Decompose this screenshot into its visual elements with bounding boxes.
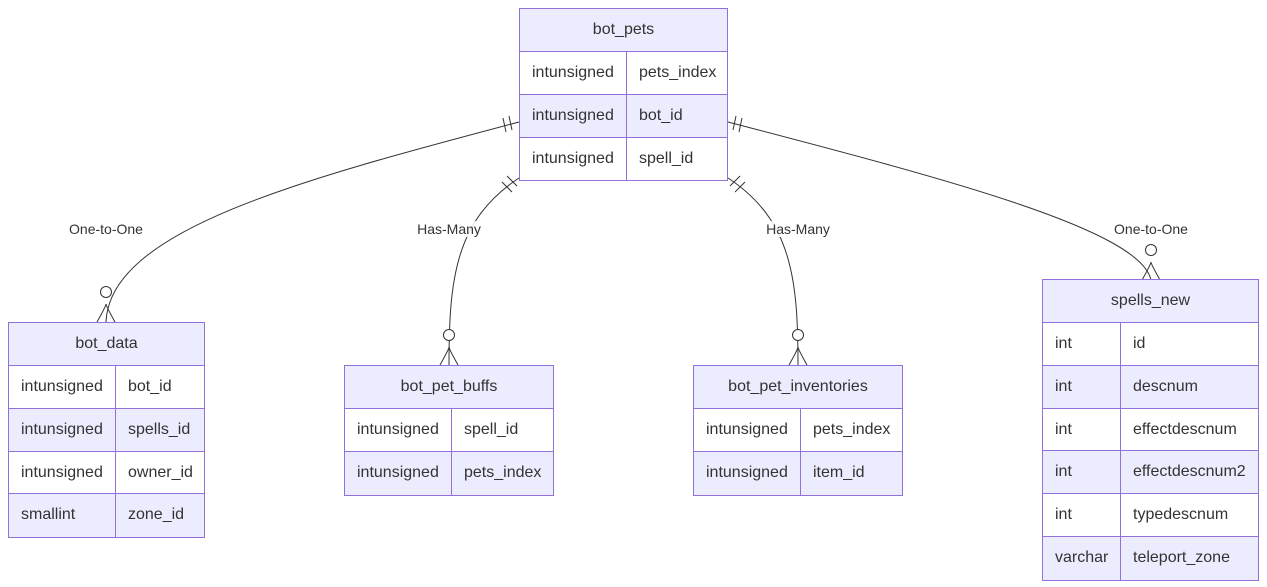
attribute-name: effectdescnum — [1133, 420, 1237, 438]
attribute-row: int effectdescnum2 — [1043, 451, 1258, 495]
attribute-row: intunsigned spell_id — [520, 137, 727, 181]
marker-one-bot-pets-right-2 — [738, 117, 743, 133]
edge-bot-pets-bot-data — [105, 121, 520, 323]
attribute-type: int — [1043, 494, 1121, 536]
marker-one-bot-pets-inv-2 — [734, 181, 746, 193]
attribute-row: intunsigned pets_index — [345, 451, 553, 495]
attribute-name: item_id — [813, 463, 865, 481]
attribute-row: intunsigned pets_index — [520, 52, 727, 95]
attribute-row: varchar teleport_zone — [1043, 536, 1258, 580]
entity-bot-pet-inventories: bot_pet_inventories intunsigned pets_ind… — [693, 365, 903, 496]
marker-many-spells-new — [1141, 261, 1161, 281]
attribute-type: intunsigned — [694, 409, 801, 451]
attribute-row: int typedescnum — [1043, 494, 1258, 537]
attribute-row: int id — [1043, 323, 1258, 366]
attribute-type: intunsigned — [694, 451, 801, 495]
attribute-row: int effectdescnum — [1043, 408, 1258, 452]
marker-one-bot-pets-left — [502, 117, 507, 133]
attribute-row: intunsigned spells_id — [9, 408, 204, 452]
entity-title: bot_data — [9, 323, 204, 366]
marker-one-bot-pets-left-2 — [508, 115, 513, 131]
attribute-name: spells_id — [128, 420, 191, 438]
entity-title: spells_new — [1043, 280, 1258, 323]
attribute-type: intunsigned — [9, 366, 116, 408]
attribute-row: intunsigned spell_id — [345, 409, 553, 452]
attribute-name: bot_id — [639, 106, 683, 124]
attribute-name: bot_id — [128, 378, 172, 395]
attribute-name: id — [1133, 335, 1146, 352]
marker-one-bot-pets-right — [732, 115, 737, 131]
attribute-name: owner_id — [128, 463, 193, 481]
attribute-name: pets_index — [639, 64, 717, 81]
marker-one-bot-pets-buffs — [501, 181, 513, 193]
attribute-type: intunsigned — [345, 451, 452, 495]
attribute-type: intunsigned — [9, 408, 116, 451]
relationship-label-bot-data: One-to-One — [67, 221, 145, 237]
marker-many-bot-data — [96, 303, 116, 323]
attribute-row: intunsigned bot_id — [520, 94, 727, 138]
edge-bot-pets-spells-new — [727, 121, 1152, 281]
attribute-name: teleport_zone — [1133, 548, 1230, 566]
relationship-label-bot-pet-buffs: Has-Many — [415, 221, 483, 237]
attribute-type: intunsigned — [520, 52, 627, 94]
marker-zero-bot-pet-buffs — [443, 329, 455, 341]
edge-bot-pets-bot-pet-inventories — [727, 177, 799, 366]
attribute-type: varchar — [1043, 536, 1121, 580]
attribute-type: intunsigned — [520, 137, 627, 181]
entity-bot-pet-buffs: bot_pet_buffs intunsigned spell_id intun… — [344, 365, 554, 496]
relationship-label-spells-new: One-to-One — [1112, 221, 1190, 237]
attribute-type: int — [1043, 408, 1121, 451]
marker-one-bot-pets-buffs-2 — [506, 175, 518, 187]
attribute-name: pets_index — [464, 463, 542, 481]
attribute-type: smallint — [9, 494, 116, 538]
relationship-label-bot-pet-inventories: Has-Many — [764, 221, 832, 237]
attribute-type: intunsigned — [345, 409, 452, 451]
marker-many-bot-pet-buffs — [439, 346, 459, 366]
attribute-name: descnum — [1133, 377, 1198, 395]
attribute-type: intunsigned — [520, 94, 627, 137]
entity-title: bot_pet_buffs — [345, 366, 553, 409]
edge-bot-pets-bot-pet-buffs — [448, 177, 520, 366]
attribute-name: spell_id — [464, 421, 519, 438]
attribute-type: int — [1043, 451, 1121, 494]
marker-many-bot-pet-inventories — [788, 346, 808, 366]
entity-bot-data: bot_data intunsigned bot_id intunsigned … — [8, 322, 205, 539]
attribute-type: intunsigned — [9, 451, 116, 494]
marker-zero-bot-data — [100, 286, 112, 298]
marker-one-bot-pets-inv — [729, 175, 741, 187]
attribute-row: intunsigned bot_id — [9, 366, 204, 409]
attribute-name: effectdescnum2 — [1133, 463, 1246, 481]
entity-bot-pets: bot_pets intunsigned pets_index intunsig… — [519, 8, 728, 182]
marker-zero-spells-new — [1145, 244, 1157, 256]
attribute-row: intunsigned item_id — [694, 451, 902, 495]
attribute-type: int — [1043, 365, 1121, 408]
entity-spells-new: spells_new int id int descnum int effect… — [1042, 279, 1259, 581]
attribute-name: typedescnum — [1133, 506, 1229, 524]
attribute-row: int descnum — [1043, 365, 1258, 409]
entity-title: bot_pets — [520, 9, 727, 52]
attribute-name: pets_index — [813, 421, 891, 438]
attribute-type: int — [1043, 323, 1121, 365]
attribute-row: intunsigned pets_index — [694, 409, 902, 452]
attribute-name: spell_id — [639, 149, 694, 167]
entity-title: bot_pet_inventories — [694, 366, 902, 409]
marker-zero-bot-pet-inventories — [792, 329, 804, 341]
attribute-row: smallint zone_id — [9, 494, 204, 538]
attribute-row: intunsigned owner_id — [9, 451, 204, 495]
attribute-name: zone_id — [128, 506, 185, 524]
